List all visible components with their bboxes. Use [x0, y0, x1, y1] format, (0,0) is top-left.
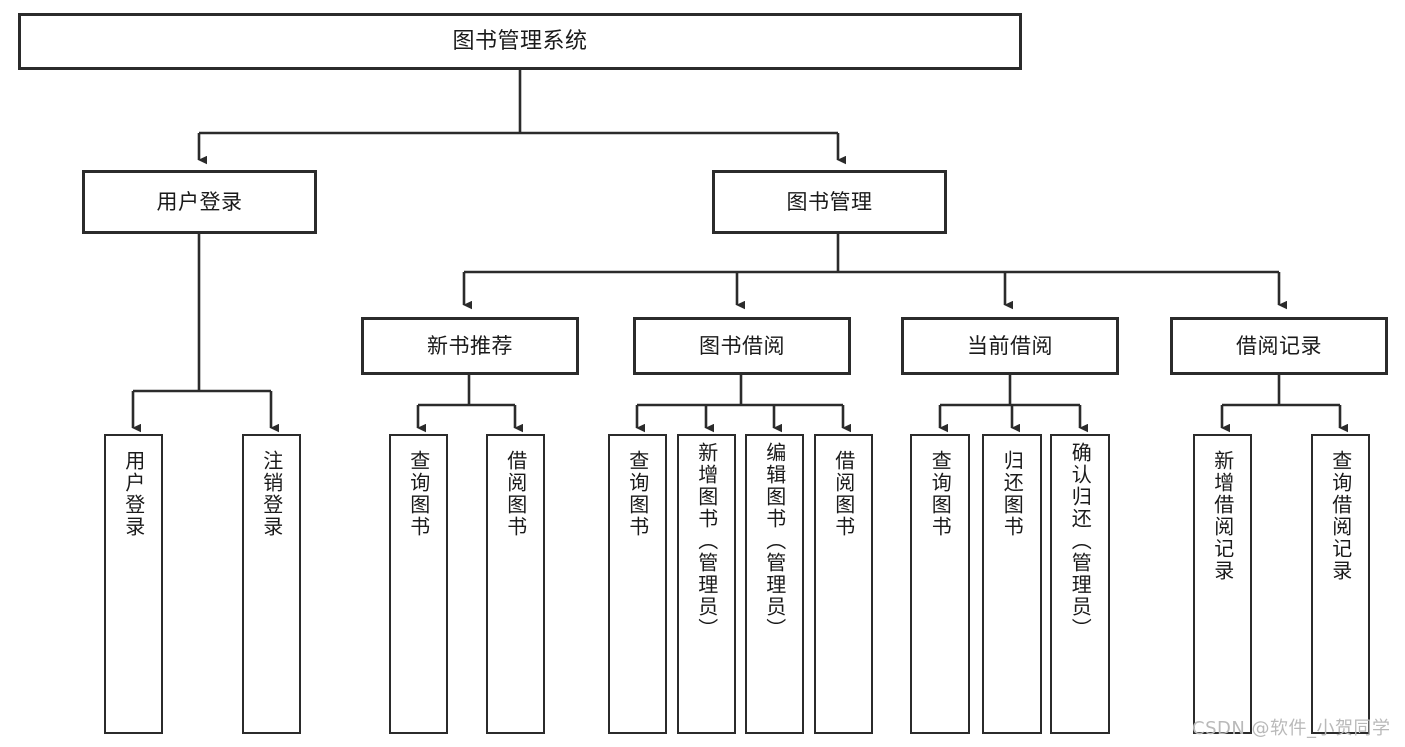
leaf-query-books-newbook[interactable]: 查询图书	[389, 434, 448, 734]
node-label: 新书推荐	[427, 333, 513, 358]
node-label: 借阅记录	[1236, 333, 1322, 358]
node-label: 确认归还（管理员）	[1068, 442, 1093, 640]
leaf-confirm-return-admin[interactable]: 确认归还（管理员）	[1050, 434, 1110, 734]
leaf-edit-book-admin[interactable]: 编辑图书（管理员）	[745, 434, 804, 734]
node-label: 借阅图书	[831, 450, 856, 538]
leaf-borrow-books-newbook[interactable]: 借阅图书	[486, 434, 545, 734]
node-label: 注销登录	[259, 450, 284, 538]
node-label: 图书借阅	[699, 333, 785, 358]
node-label: 查询图书	[406, 450, 431, 538]
node-label: 编辑图书（管理员）	[762, 442, 787, 640]
node-borrowing-records[interactable]: 借阅记录	[1170, 317, 1388, 375]
node-label: 借阅图书	[503, 450, 528, 538]
node-label: 查询图书	[625, 450, 650, 538]
node-label: 用户登录	[121, 450, 146, 538]
node-root-book-management-system[interactable]: 图书管理系统	[18, 13, 1022, 70]
leaf-return-books[interactable]: 归还图书	[982, 434, 1042, 734]
node-label: 查询借阅记录	[1328, 450, 1353, 582]
node-label: 新增借阅记录	[1210, 450, 1235, 582]
leaf-logout[interactable]: 注销登录	[242, 434, 301, 734]
leaf-query-borrow-record[interactable]: 查询借阅记录	[1311, 434, 1370, 734]
leaf-query-books-borrow[interactable]: 查询图书	[608, 434, 667, 734]
node-label: 归还图书	[1000, 450, 1025, 538]
leaf-query-books-current[interactable]: 查询图书	[910, 434, 970, 734]
leaf-add-book-admin[interactable]: 新增图书（管理员）	[677, 434, 736, 734]
leaf-borrow-books[interactable]: 借阅图书	[814, 434, 873, 734]
node-book-management[interactable]: 图书管理	[712, 170, 947, 234]
node-label: 当前借阅	[967, 333, 1053, 358]
node-label: 新增图书（管理员）	[694, 442, 719, 640]
node-book-borrowing[interactable]: 图书借阅	[633, 317, 851, 375]
node-new-book-recommendation[interactable]: 新书推荐	[361, 317, 579, 375]
node-current-borrowing[interactable]: 当前借阅	[901, 317, 1119, 375]
node-user-login[interactable]: 用户登录	[82, 170, 317, 234]
node-label: 用户登录	[156, 189, 243, 214]
watermark-csdn: CSDN @软件_小贺同学	[1192, 718, 1391, 739]
node-label: 图书管理系统	[452, 28, 588, 54]
leaf-user-login[interactable]: 用户登录	[104, 434, 163, 734]
node-label: 图书管理	[786, 189, 873, 214]
leaf-add-borrow-record[interactable]: 新增借阅记录	[1193, 434, 1252, 734]
node-label: 查询图书	[928, 450, 953, 538]
